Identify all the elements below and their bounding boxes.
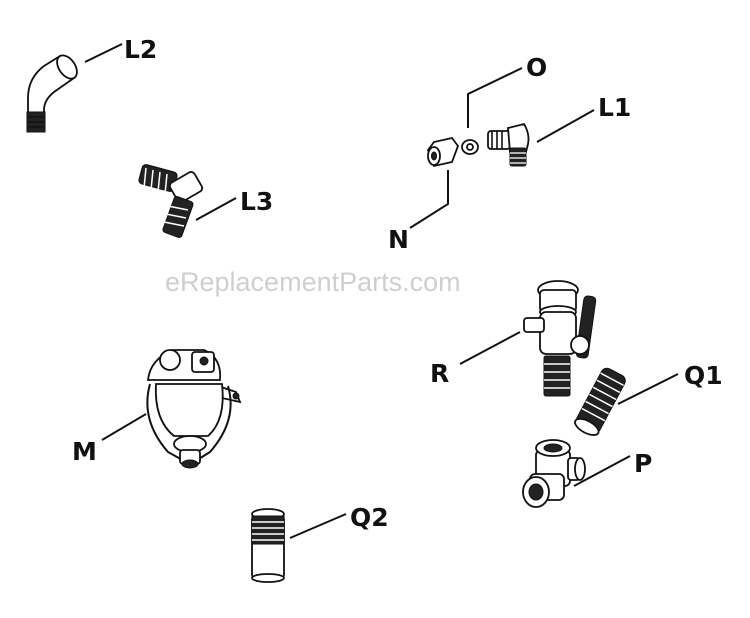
label-q2: Q2 — [350, 503, 389, 532]
part-o-ferrule[interactable] — [461, 139, 479, 155]
leader-line-l1 — [536, 109, 595, 143]
part-p-tee[interactable] — [522, 439, 586, 508]
label-o: O — [526, 53, 547, 82]
label-p: P — [634, 449, 652, 478]
leader-line-l3 — [195, 197, 237, 221]
label-m: M — [72, 437, 97, 466]
part-l3-street-elbow[interactable] — [138, 164, 204, 239]
label-l2: L2 — [124, 35, 157, 64]
leader-line-q2 — [289, 513, 347, 539]
part-m-sediment-bowl[interactable] — [146, 349, 242, 469]
leader-line-m — [101, 413, 147, 441]
part-r-shutoff-valve[interactable] — [523, 280, 597, 397]
watermark: eReplacementParts.com — [165, 267, 461, 297]
label-l3: L3 — [240, 187, 273, 216]
leader-line-p — [573, 455, 631, 487]
part-q1-nipple[interactable] — [573, 366, 628, 438]
label-r: R — [430, 359, 449, 388]
label-q1: Q1 — [684, 361, 723, 390]
label-l1: L1 — [598, 93, 631, 122]
leader-line-o — [467, 67, 523, 128]
part-q2-nipple[interactable] — [251, 508, 285, 583]
label-n: N — [388, 225, 409, 254]
part-n-nut[interactable] — [426, 136, 460, 168]
leader-line-n — [409, 170, 449, 229]
leader-line-r — [459, 331, 521, 365]
leader-line-q1 — [617, 373, 679, 405]
part-l1-compression-elbow[interactable] — [487, 122, 530, 167]
leader-line-l2 — [84, 43, 123, 63]
part-l2-elbow[interactable] — [26, 52, 81, 133]
